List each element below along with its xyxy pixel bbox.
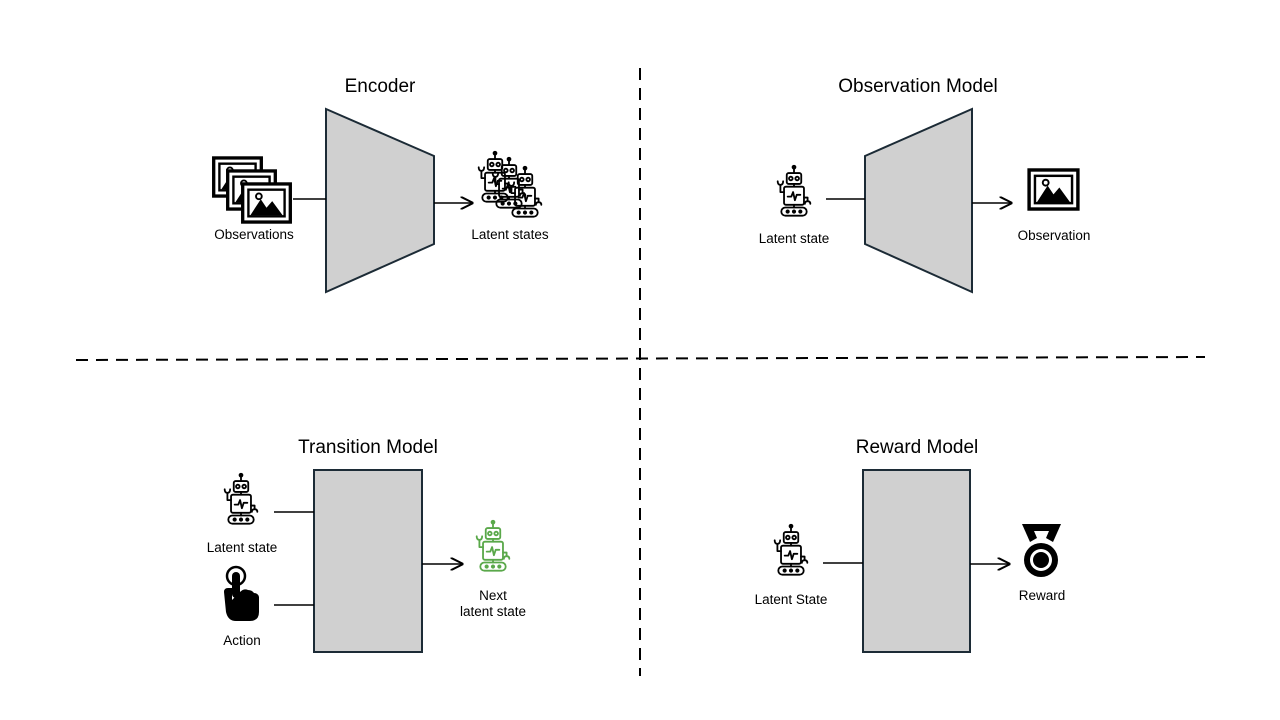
observation-model-quadrant: Observation Model Latent state Observati… (759, 76, 1091, 294)
medal-icon (1022, 524, 1061, 577)
transition-model-quadrant: Transition Model Latent state Action Nex… (207, 437, 526, 653)
transition-model-title: Transition Model (298, 437, 438, 458)
robot-icon (773, 523, 809, 576)
pointer-hand-icon (224, 565, 259, 621)
encoder-quadrant: Encoder Observations Latent states (211, 76, 549, 294)
robot-icon (223, 472, 259, 525)
observation-label: Observation (1018, 228, 1091, 243)
image-stack-icon (211, 156, 293, 224)
observations-label: Observations (214, 227, 294, 242)
observation-model-title: Observation Model (838, 76, 997, 97)
image-icon (1027, 168, 1080, 211)
robot-stack-icon (477, 150, 543, 218)
observation-model-trapezoid (864, 107, 973, 294)
encoder-title: Encoder (345, 76, 416, 97)
next-state-robot-icon (475, 519, 511, 572)
obs-model-latent-state-label: Latent state (759, 231, 830, 246)
horizontal-divider (75, 356, 1206, 361)
robot-icon (776, 164, 812, 217)
reward-latent-state-label: Latent State (755, 592, 828, 607)
encoder-trapezoid (325, 107, 435, 294)
reward-model-quadrant: Reward Model Latent State Reward (755, 437, 1066, 653)
next-latent-state-label-line1: Next (479, 588, 507, 603)
transition-latent-state-label: Latent state (207, 540, 278, 555)
latent-states-label: Latent states (471, 227, 549, 242)
reward-label: Reward (1019, 588, 1066, 603)
reward-model-title: Reward Model (856, 437, 979, 458)
reward-model-box (862, 469, 971, 653)
next-latent-state-label-line2: latent state (460, 604, 526, 619)
action-label: Action (223, 633, 261, 648)
transition-model-box (313, 469, 423, 653)
